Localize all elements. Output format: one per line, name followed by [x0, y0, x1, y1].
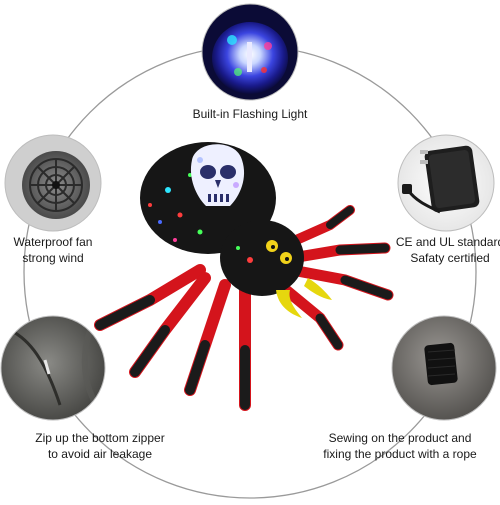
zipper-icon	[0, 315, 106, 421]
caption-line-2: fixing the product with a rope	[323, 447, 477, 461]
caption-line-2: strong wind	[22, 251, 84, 265]
caption-line-1: CE and UL standard	[395, 235, 500, 249]
caption-line-1: Waterproof fan	[13, 235, 93, 249]
power-adapter-icon	[397, 134, 495, 232]
spider-head	[220, 220, 304, 296]
feature-caption-fan: Waterproof fan strong wind	[0, 234, 106, 266]
caption-line-2: to avoid air leakage	[47, 447, 153, 461]
skull-graphic	[190, 144, 245, 206]
caption-line-1: Sewing on the product and	[328, 431, 472, 445]
fan-icon	[4, 134, 102, 232]
feature-caption-certification: CE and UL standard Safaty certified	[380, 234, 500, 266]
caption-line-2: Safaty certified	[410, 251, 490, 265]
flashing-light-icon	[201, 3, 299, 101]
spider-legs	[94, 205, 394, 411]
rope-loop-icon	[391, 315, 497, 421]
spider-inflatable	[94, 142, 394, 411]
feature-caption-rope: Sewing on the product and fixing the pro…	[300, 430, 500, 462]
feature-caption-zipper: Zip up the bottom zipper to avoid air le…	[0, 430, 200, 462]
feature-caption-flashing-light: Built-in Flashing Light	[150, 106, 350, 122]
spider-fang-left	[276, 290, 302, 318]
spider-fang-right	[304, 278, 332, 300]
caption-line-1: Zip up the bottom zipper	[35, 431, 165, 445]
caption-text: Built-in Flashing Light	[192, 107, 308, 121]
